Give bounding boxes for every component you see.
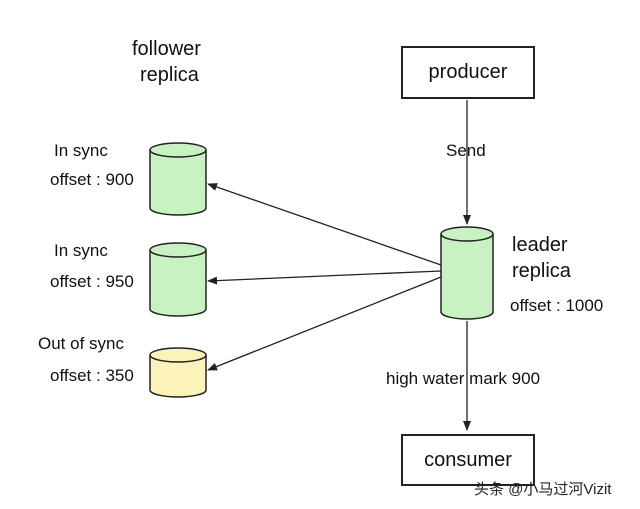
follower-3-offset: offset : 350 <box>50 366 134 385</box>
arrow-leader-to-follower-1 <box>207 183 442 266</box>
leader-title-line1: leader <box>512 234 568 256</box>
leader-title: leader replica <box>512 232 571 284</box>
follower-3-status: Out of sync <box>38 334 124 353</box>
arrow-leader-to-follower-3 <box>207 276 442 371</box>
producer-box: producer <box>401 46 535 99</box>
high-water-mark-label: high water mark 900 <box>386 369 541 388</box>
consumer-box: consumer <box>401 434 535 486</box>
producer-label: producer <box>428 61 508 83</box>
watermark-text: 头条 @小马过河Vizit <box>474 481 612 498</box>
follower-cylinder-2 <box>149 242 207 317</box>
follower-title-line2: replica <box>140 64 199 86</box>
follower-cylinder-3 <box>149 347 207 398</box>
follower-2-offset: offset : 950 <box>50 272 134 291</box>
arrow-leader-to-follower-2 <box>207 270 442 285</box>
follower-cylinder-1 <box>149 142 207 216</box>
follower-title-line1: follower <box>132 38 201 60</box>
follower-1-offset: offset : 900 <box>50 170 134 189</box>
leader-offset: offset : 1000 <box>510 296 604 315</box>
consumer-label: consumer <box>424 448 512 471</box>
leader-cylinder <box>440 226 494 320</box>
follower-title: follower replica <box>132 36 201 88</box>
send-label: Send <box>446 141 486 160</box>
leader-title-line2: replica <box>512 260 571 282</box>
follower-1-status: In sync <box>54 141 108 160</box>
follower-2-status: In sync <box>54 241 108 260</box>
